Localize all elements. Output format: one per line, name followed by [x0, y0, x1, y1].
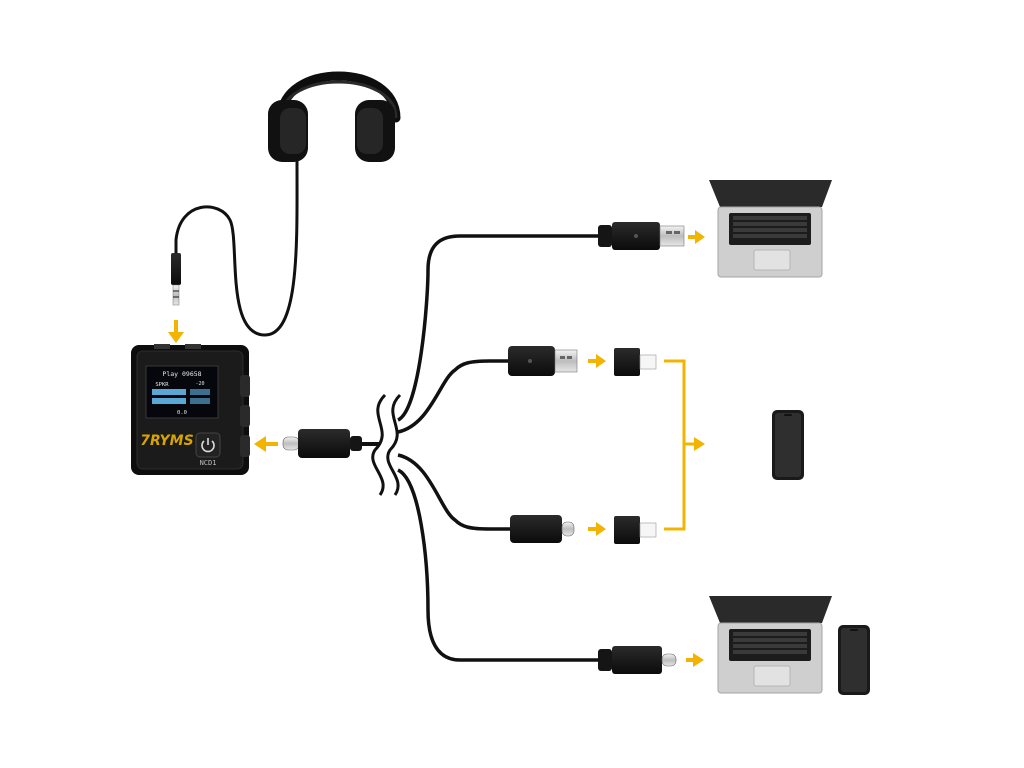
cable-break-symbol: [371, 393, 402, 496]
screen-title: Play 09658: [162, 370, 201, 378]
usb-c-plug-middle: [510, 515, 575, 543]
arrow-to-adapter-1: [588, 354, 606, 368]
arrow-to-laptop-bottom: [686, 653, 704, 667]
usb-a-plug-middle: [508, 346, 578, 376]
laptop-icon: [709, 180, 832, 278]
screen-footer: 0.0: [177, 410, 187, 416]
device-brand-logo: 7RYMS: [140, 433, 193, 449]
lightning-adapter-2: [614, 516, 657, 544]
arrow-to-adapter-2: [588, 522, 606, 536]
usb-c-plug-bottom: [598, 646, 677, 674]
meter-label-1: -20: [195, 381, 204, 387]
device-model-label: NCD1: [200, 459, 217, 467]
smartphone-icon-bottom: [838, 625, 870, 695]
device-screen: Play 09658 SPKR -20 0.0: [145, 365, 219, 419]
power-icon: [201, 438, 215, 453]
laptop-icon-bottom: [709, 596, 832, 694]
arrow-to-device-audio: [168, 320, 184, 343]
usb-a-plug-top: [598, 222, 685, 250]
lightning-adapter-1: [614, 348, 657, 376]
adapter-bracket-arrow: [664, 359, 705, 531]
power-button[interactable]: [195, 432, 221, 458]
recorder-device: Play 09658 SPKR -20 0.0 7RYMS NCD1: [131, 344, 250, 475]
smartphone-icon: [772, 410, 804, 480]
headphones-icon: [268, 71, 401, 162]
arrow-to-device-usb: [254, 436, 278, 452]
usb-c-plug-main: [282, 429, 362, 458]
branch-cables: [396, 234, 598, 662]
arrow-to-laptop-top: [688, 230, 705, 244]
screen-sub: SPKR: [155, 382, 169, 388]
headphone-cable: [174, 159, 299, 337]
trs-jack-plug: [171, 253, 181, 306]
